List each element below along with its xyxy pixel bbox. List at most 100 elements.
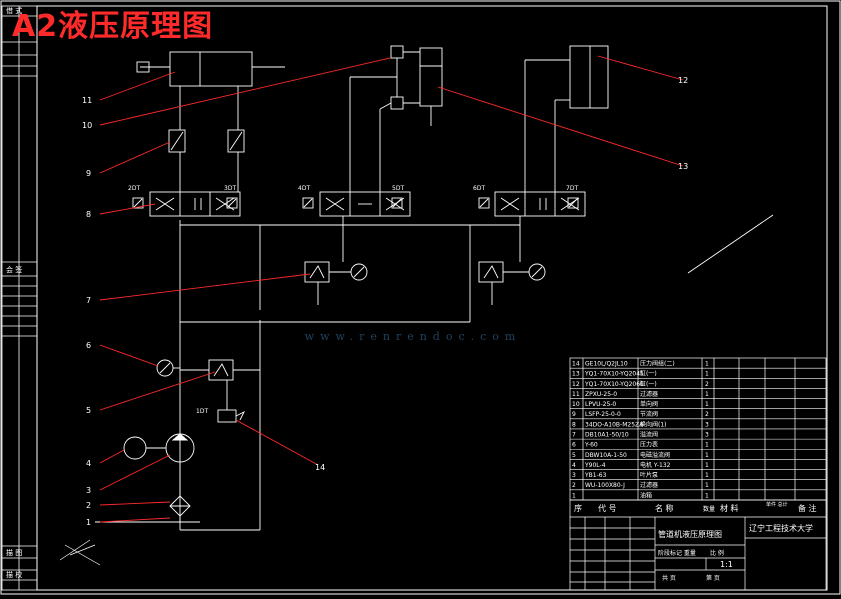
bom-cell-code: Y90L-4 <box>584 462 606 469</box>
bom-cell-no: 10 <box>572 401 580 408</box>
bom-header-remark: 备 注 <box>798 503 817 513</box>
left-strip <box>1 5 38 591</box>
bom-cell-qty: 1 <box>705 472 709 479</box>
bom-cell-code: GE10L/Q2JL10 <box>585 361 628 368</box>
bom-cell-qty: 1 <box>705 492 709 499</box>
strip-label-bottom-a: 描 图 <box>6 548 22 557</box>
bom-cell-code: Y-60 <box>584 442 598 449</box>
bom-cell-name: 缸(一) <box>640 380 657 388</box>
bom-cell-code: ZPXU-25-0 <box>585 391 617 398</box>
stage-labels: 阶段标记 重量 <box>658 549 696 557</box>
scale-label: 比 例 <box>710 549 724 557</box>
bom-cell-qty: 1 <box>705 482 709 489</box>
solenoid-label: 4DT <box>298 185 310 192</box>
bom-cell-name: 油箱 <box>640 491 652 499</box>
bom-cell-no: 11 <box>572 391 580 398</box>
watermark-url: www.renrendoc.com <box>304 330 522 343</box>
drawing-name: 管道机液压原理图 <box>658 529 722 539</box>
solenoid-labels: 2DT 3DT 4DT 5DT 6DT 7DT 1DT <box>128 185 578 415</box>
corner-sketch <box>59 539 101 566</box>
callout-9: 9 <box>86 169 91 178</box>
bom-cell-code: DBW10A-1-50 <box>585 452 627 459</box>
callout-3: 3 <box>86 486 91 495</box>
drawing-title: A2液压原理图 <box>12 9 214 44</box>
bom-header-material: 材 料 <box>720 503 739 513</box>
bom-cell-code: LPVU-25-0 <box>585 401 616 408</box>
bom-cell-name: 电磁溢流阀 <box>640 451 670 459</box>
solenoid-label: 1DT <box>196 408 208 415</box>
bom-cell-qty: 1 <box>705 452 709 459</box>
bom-cell-qty: 1 <box>705 442 709 449</box>
bom-cell-no: 14 <box>572 361 580 368</box>
bom-cell-no: 1 <box>572 492 576 499</box>
strip-label-mid: 会 签 <box>6 265 22 274</box>
callout-4: 4 <box>86 459 91 468</box>
bom-cell-code: WU-100X80-J <box>585 482 625 489</box>
bom-cell-qty: 1 <box>705 361 709 368</box>
bom-header-qty: 数量 <box>703 505 715 513</box>
solenoid-label: 6DT <box>473 185 485 192</box>
bom-cell-qty: 1 <box>705 371 709 378</box>
circuit-lines <box>95 45 609 531</box>
bom-cell-code: YQ1-70X10-YQ2045 <box>584 371 644 378</box>
bom-header-weight: 单件 总计 <box>766 501 788 508</box>
bom-cell-name: 叶片泵 <box>640 471 658 479</box>
bom-cell-no: 4 <box>572 462 576 469</box>
bom-header: 序 代 号 名 称 数量 材 料 单件 总计 备 注 <box>574 501 817 513</box>
bom-cell-no: 9 <box>572 411 576 418</box>
callout-8: 8 <box>86 210 91 219</box>
bom-cell-name: 单向阀 <box>640 400 658 408</box>
callout-5: 5 <box>86 406 91 415</box>
strip-label-top: 借 式 <box>6 6 22 15</box>
bom-cell-code: DB10A1-50/10 <box>585 431 629 438</box>
bom-header-name: 名 称 <box>655 503 674 513</box>
bom-cell-no: 5 <box>572 452 576 459</box>
title-block-grid <box>570 499 826 590</box>
bom-cell-no: 13 <box>572 371 580 378</box>
callout-2: 2 <box>86 501 91 510</box>
bom-cell-name: 过滤器 <box>640 390 658 398</box>
bom-cell-name: 过滤器 <box>640 481 658 489</box>
bom-cell-no: 12 <box>572 381 580 388</box>
bom-row-lines <box>570 367 826 501</box>
bom-cell-qty: 1 <box>705 391 709 398</box>
school-name: 辽宁工程技术大学 <box>749 523 813 533</box>
stray-line <box>687 214 774 274</box>
callout-7: 7 <box>86 296 91 305</box>
solenoid-label: 5DT <box>392 185 404 192</box>
bom-cell-no: 8 <box>572 421 576 428</box>
bom-header-code: 代 号 <box>598 503 617 513</box>
callout-numbers: 1 2 3 4 5 6 7 8 9 10 11 12 13 14 <box>82 76 688 527</box>
bom-cell-no: 2 <box>572 482 576 489</box>
bom-cell-name: 压力表 <box>640 441 658 449</box>
scale-value: 1:1 <box>720 560 733 569</box>
leader-lines <box>99 55 684 523</box>
bom-cell-name: 缸(一) <box>640 370 657 378</box>
bom-cell-code: LSFP-25-0-0 <box>585 411 621 418</box>
bom-cell-name: 溢流阀 <box>640 430 658 438</box>
bom-cell-name: 电机 Y-132 <box>640 461 671 469</box>
bom-cell-no: 3 <box>572 472 576 479</box>
callout-11: 11 <box>82 96 92 105</box>
callout-6: 6 <box>86 341 91 350</box>
bom-cell-code: 34DO-A10B-M25ZA <box>585 421 644 428</box>
callout-10: 10 <box>82 121 92 130</box>
callout-12: 12 <box>678 76 688 85</box>
callout-13: 13 <box>678 162 688 171</box>
strip-label-bottom-b: 描 校 <box>6 570 22 579</box>
bom-cell-no: 7 <box>572 431 576 438</box>
bom-cell-qty: 3 <box>705 421 709 428</box>
bom-cell-name: 压力阀组(二) <box>640 360 675 368</box>
bom-cell-name: 换向阀(1) <box>640 420 667 428</box>
bom-cell-qty: 1 <box>705 401 709 408</box>
sheet-total: 共 页 <box>662 574 676 582</box>
bom-cell-name: 节流阀 <box>640 410 658 418</box>
callout-1: 1 <box>86 518 91 527</box>
bom-cell-qty: 2 <box>705 381 709 388</box>
bom-cell-qty: 3 <box>705 431 709 438</box>
sheet-number: 第 页 <box>706 574 720 582</box>
bom-cell-qty: 1 <box>705 462 709 469</box>
